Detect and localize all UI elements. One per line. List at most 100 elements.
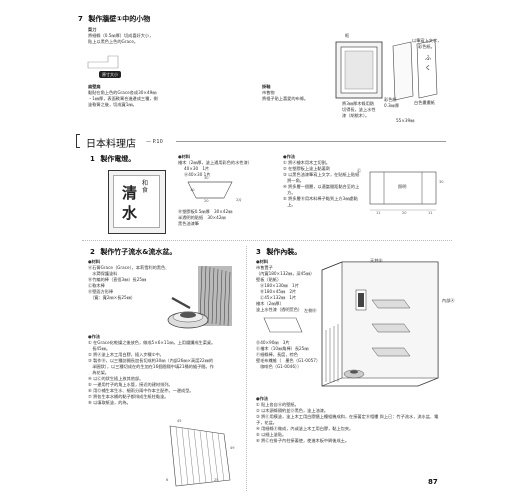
sec3-heading: 3 製作內裝。 (256, 247, 301, 257)
sec3-label-top: 天井Ⓑ (370, 258, 383, 263)
sec1-dim-c: 20 (204, 199, 209, 203)
knife-desc-0: 將細條（0.5㎜厚）切成喜好大小， (88, 33, 154, 38)
knife-desc-1: 貼上以黑色上色的Grace。 (88, 39, 139, 44)
sec2-number: 2 (90, 248, 95, 256)
sec3-material2-2: Ⓕ細條棒，長度，棕色 (256, 352, 298, 357)
sec2-method-4: 半圓狀），以三種切成在的生加在16個間隔中填21桶的縫子間。作 (88, 364, 214, 369)
sec3-material2-4: 咖啡色（G1-0046）） (256, 364, 302, 369)
frame-note-1: 切得長，塗上水性 (342, 107, 376, 112)
sec2-method-head: ●作法 (88, 334, 101, 339)
sec3-number: 3 (256, 248, 261, 256)
divider-2 (246, 246, 247, 491)
wall-title: 扁壁扁 (88, 84, 101, 89)
sec3-material-0: 市售置子 (256, 265, 273, 270)
sec2-material-0: Ⓐ石膏Grace（Grace），本莉雪利的黑色、 (88, 265, 170, 270)
sec2-dim-c: 25 (214, 478, 219, 482)
wall-desc-0: 黏貼在角上色的Grace各成30×49㎜ (88, 90, 157, 95)
sec1-number: 1 (90, 155, 95, 163)
sec2-material-4: Ⓓ壁面方形棒 (88, 289, 114, 294)
bamboo-fence-diagram (169, 425, 231, 487)
sec3-method-5: ⑥ 將Ⓒ在掛子內柱接著使，使進木板中刷後成土。 (256, 438, 350, 443)
wall-desc-1: ・1㎜厚，表面軟膏合進邊成三種，側 (88, 96, 158, 101)
sec3-method-head: ●作法 (256, 396, 269, 401)
main-title: 日本料理店 (86, 139, 136, 150)
sec1-side-dim-a: 11 (376, 211, 381, 215)
bamboo-fountain-illustration (167, 265, 232, 329)
sec2-method-8: ⑥ 用Ⓓ補生本生水、細雨分兩中作本主配件。一邊成型。 (88, 388, 194, 393)
frame-drawing (335, 41, 383, 99)
knife-drawing (87, 55, 119, 69)
main-page-ref: — P.10 (146, 139, 163, 145)
sec3-material2-0: Ⓓ40×90㎜ 3片 (256, 340, 290, 345)
sign-text-1: 水 (122, 204, 138, 222)
scroll-desc-0: 市售物 (262, 90, 275, 95)
sec1-side-label: Ⓒ (357, 168, 362, 173)
sec1-method-5: 方。 (283, 190, 296, 195)
sec1-side-dim-b: 20 (402, 211, 407, 215)
sec3-material-1: （內寬180×132㎜，深45㎜） (256, 271, 315, 276)
svg-text:ふ: ふ (425, 55, 431, 62)
sec3-method-0: ① 貼上各自Ⓐ的壁紙。 (256, 402, 299, 407)
sec3-material-3: Ⓐ180×130㎜ 1片 (260, 283, 299, 288)
sec3-method-2: ③ 將Ⓔ用模塗，塗上木工用白膠牆上檯組機成和，在接著定Ⓑ相樓 與上已：竹子流水，… (256, 414, 439, 425)
sec2-method-2: ② 將Ⓐ塗上木工用白膠，插入步驟①中。 (88, 352, 164, 357)
sec1-method-7: 上。 (283, 202, 296, 207)
frame-note-2: 漆（胡桃木）。 (342, 113, 370, 118)
sec1-method-2: ③ 以黑色油漆筆寫上文字，在貼紙上貼紙 (283, 172, 360, 177)
sec7-heading: 7 製作牆壁①中的小物 (78, 14, 150, 24)
sec2-dim-b: 49 (230, 446, 235, 450)
sign-text-0: 清 (122, 184, 138, 202)
sec1-method-4: ④ 將多層一個層，以適當間距黏合至的上 (283, 184, 360, 189)
frame-size-label: 55×39㎜ (396, 118, 415, 123)
sec7-number: 7 (78, 15, 83, 23)
sec2-material-1: 水潤保護塗料 (88, 271, 118, 276)
sec2-method-9: ⑦ 將各生本水桶的黏子都排成生紙柱黏塗。 (88, 394, 169, 399)
sec3-material-6: 檜木（2㎜厚） (256, 301, 284, 306)
sec7-title: 製作牆壁①中的小物 (88, 15, 151, 23)
colored-paper-label-0: 彩色紙 (384, 97, 397, 102)
sec3-material-7: 塗上水性漆（透明荒色） (256, 307, 303, 312)
scroll-desc-1: 將棍子貼上喜愛的布條。 (262, 96, 309, 101)
frame-label: 框 (345, 33, 350, 38)
sec3-method-1: ② 以木頭條隔約並Ⓓ黑色，塗上油漆。 (256, 408, 329, 413)
sec1-method-1: ② 在塑膠板上塗上黏著劑 (283, 166, 330, 171)
sec1-light-diagram (369, 171, 437, 211)
sec2-method-5: 為花架。 (88, 370, 109, 375)
knife-title: 菜刀 (88, 27, 97, 32)
sec1-method-6: ⑤ 將多層Ⓑ用木料棒子黏到上方3㎜處黏 (283, 196, 358, 201)
sec1-method-0: ① 將Ⓐ檜木用木工切割。 (283, 160, 330, 165)
title-rule (176, 141, 446, 142)
sec1-diagram-label: 照明 (398, 184, 407, 189)
sec1-materials-head: ●材料 (178, 154, 191, 159)
sec2-method-6: ④ 以Ⓒ的狀生插上放其他部。 (88, 376, 144, 381)
frame-parts-drawing: ふ く (392, 39, 438, 101)
sec3-materials-head: ●材料 (256, 259, 269, 264)
frame-note-0: 將3㎜厚木條用熱 (342, 101, 374, 106)
sec2-method-10: ⑧ 以填取紙塗，的為。 (88, 400, 131, 405)
sec1-material-2: Ⓐ40×30 1片 (184, 172, 211, 177)
sec2-title: 製作竹子流水&流水盆。 (100, 248, 177, 256)
sec1-side-dim-d: 30 (439, 180, 444, 184)
sec2-material-5: （寬：寬2㎜×長25㎜） (88, 295, 136, 300)
sec2-materials-head: ●材料 (88, 259, 101, 264)
white-paper-label: 白色畫畫紙 (414, 100, 435, 105)
sec2-method-0: ① 在Grace化乾燥之後放色，做成5×6×11㎜，上用鐵鑽成生菜桌。 (88, 340, 216, 345)
sec1-method-3: 將一角。 (283, 178, 304, 183)
sec1-film-1: 半透明的貼紙 30×42㎜ (178, 215, 226, 220)
sec1-material-1: 40×30 1片 (184, 166, 210, 171)
sec3-method-4: ⑤ 以細上塗貼。 (256, 432, 287, 437)
svg-text:く: く (425, 65, 431, 72)
sec3-title: 製作內裝。 (266, 248, 302, 256)
wall-desc-2: 塗軟膏之後，切成寬1㎜。 (88, 102, 137, 107)
sign-small-0: 和 (142, 180, 149, 187)
sec1-material-0: 檜木（2㎜厚，塗上通用彩色的水性漆） (178, 160, 252, 165)
sec2-method-1: 長45㎜。 (88, 346, 111, 351)
bracket-left (76, 134, 80, 148)
page-number: 87 (428, 478, 438, 486)
lamp-sign: 和 食 清 水 (108, 170, 166, 234)
sign-small-1: 食 (142, 187, 149, 194)
sec1-dim-b: 10 (190, 188, 195, 192)
calligraphy-label2: 彩色紙。 (418, 44, 435, 49)
divider-1 (82, 240, 452, 241)
sec3-label-inner: 內部Ⓐ (442, 298, 455, 303)
